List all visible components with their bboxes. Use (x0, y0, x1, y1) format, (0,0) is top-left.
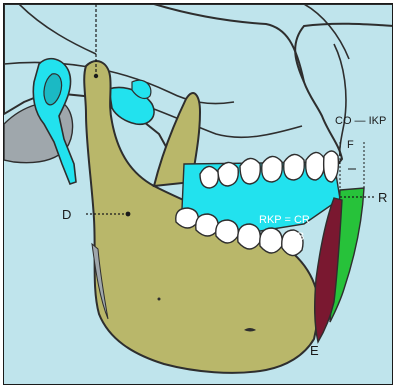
tooth (200, 166, 218, 188)
label-d: D (62, 208, 71, 221)
label-co-ikp: CO — IKP (335, 116, 386, 127)
tooth (238, 224, 261, 249)
tooth (262, 156, 283, 182)
label-f: F (347, 140, 354, 151)
tooth (196, 214, 219, 236)
tooth (324, 151, 339, 182)
label-r: R (378, 191, 387, 204)
tooth (284, 154, 305, 180)
tooth (216, 220, 239, 243)
tooth (218, 162, 238, 186)
label-rkp-cr: RKP = CR (259, 215, 310, 226)
foramen-dot (158, 298, 161, 301)
label-e: E (310, 344, 319, 357)
condyle-point (94, 74, 98, 78)
d-point (126, 212, 131, 217)
tooth (306, 152, 325, 180)
label-b: B (297, 232, 304, 243)
tooth (240, 158, 260, 184)
jaw-diagram (4, 4, 393, 385)
figure-frame: D CO — IKP F RKP = CR R B E (3, 3, 393, 385)
tooth (260, 228, 283, 253)
tooth (176, 208, 199, 228)
